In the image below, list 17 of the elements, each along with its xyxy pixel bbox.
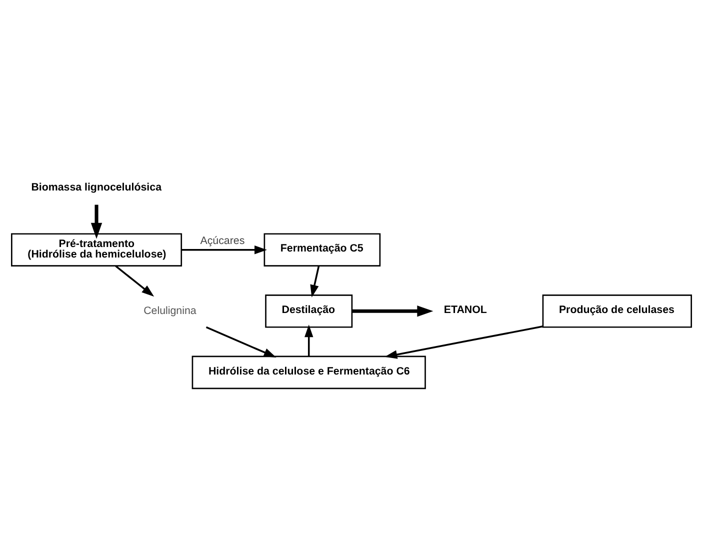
node-text: Celulignina — [144, 304, 196, 316]
arrow — [384, 325, 544, 358]
arrow — [90, 204, 102, 238]
node-text: Biomassa lignocelulósica — [31, 180, 162, 193]
arrow — [115, 264, 154, 296]
arrow — [304, 324, 314, 356]
node-text: ETANOL — [444, 304, 487, 316]
arrow — [352, 305, 434, 316]
edge-label: Açúcares — [200, 234, 245, 247]
node-box: Hidrólise da celulose e Fermentação C6 — [192, 355, 426, 389]
arrow — [206, 326, 276, 357]
arrow — [182, 244, 267, 254]
node-box: Fermentação C5 — [264, 232, 381, 266]
node-box: Produção de celulases — [542, 294, 692, 328]
node-box: Pré-tratamento (Hidrólise da hemicelulose) — [11, 232, 182, 266]
arrow — [310, 265, 320, 297]
node-box: Destilação — [265, 294, 353, 328]
